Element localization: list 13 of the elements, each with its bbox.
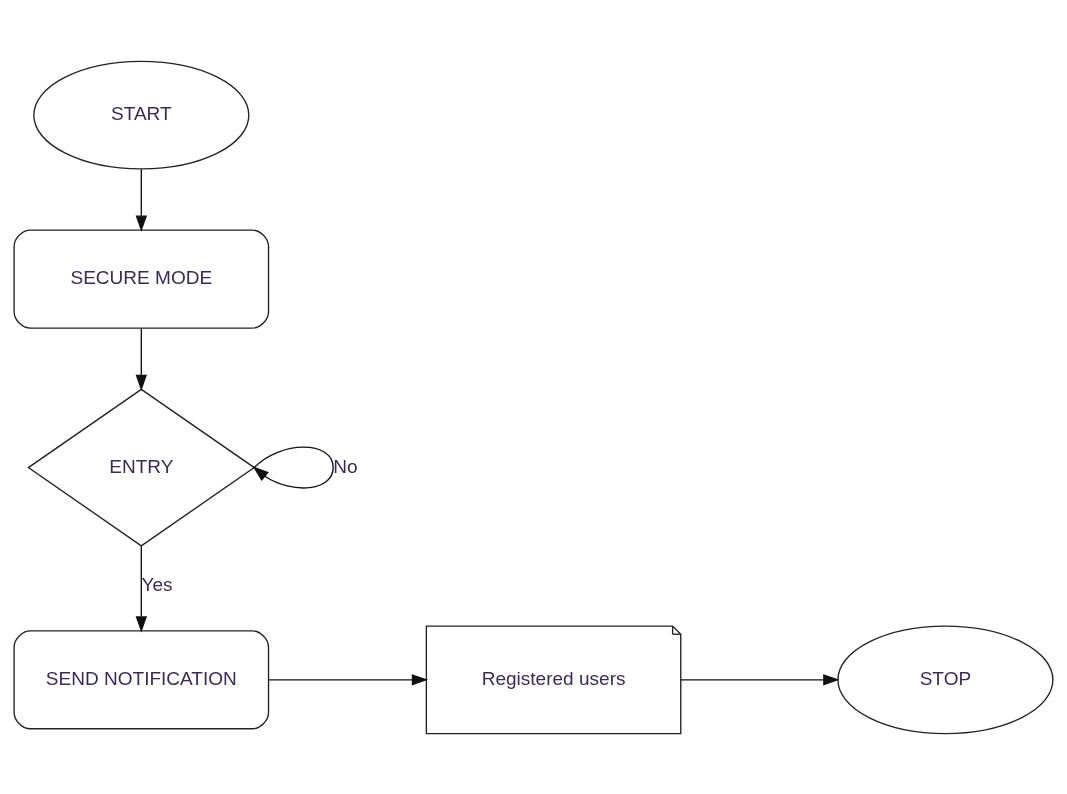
edge-label: No xyxy=(333,455,358,477)
edge-label: Yes xyxy=(141,573,173,595)
arrow xyxy=(680,673,840,686)
node-diamond: ENTRY xyxy=(27,388,256,547)
arrow xyxy=(135,168,148,232)
arrow xyxy=(252,446,334,489)
arrow xyxy=(267,673,429,686)
node-ellipse: START xyxy=(33,60,250,170)
arrow xyxy=(135,545,148,633)
node-ellipse: STOP xyxy=(837,624,1054,734)
node-box: SEND NOTIFICATION xyxy=(13,629,270,729)
arrow xyxy=(135,327,148,391)
node-box: SECURE MODE xyxy=(13,228,270,329)
